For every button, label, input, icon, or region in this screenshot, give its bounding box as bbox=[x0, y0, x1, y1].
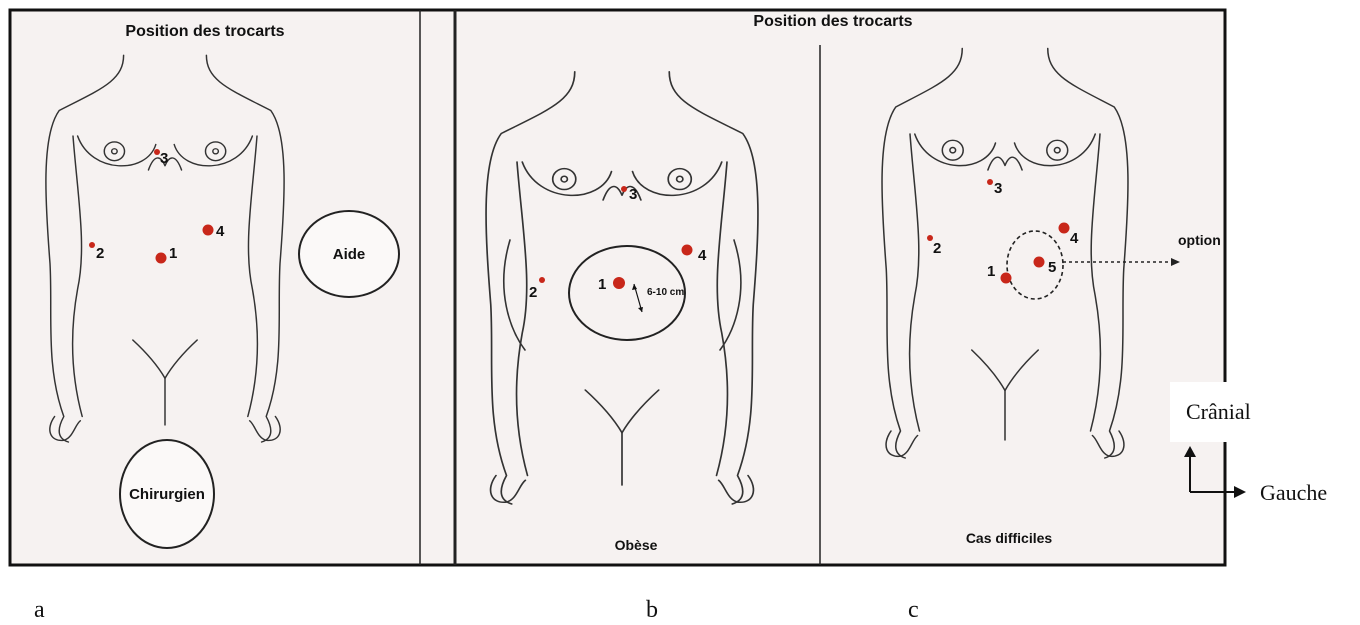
panel-c-caption: Cas difficiles bbox=[966, 530, 1053, 546]
panel-c-port-2-label: 2 bbox=[933, 240, 941, 257]
panel-b-port-1-label: 1 bbox=[598, 276, 606, 293]
panel-c-port-1-label: 1 bbox=[987, 263, 995, 280]
port-2-marker bbox=[539, 277, 545, 283]
panel-b-letter: b bbox=[646, 597, 658, 623]
port-4-marker bbox=[682, 245, 693, 256]
distance-label: 6-10 cm bbox=[647, 287, 684, 298]
option-label: option bbox=[1178, 232, 1221, 248]
surgeon-label: Chirurgien bbox=[129, 486, 205, 503]
panel-a-port-3-label: 3 bbox=[160, 150, 168, 167]
panel-a-letter: a bbox=[34, 597, 45, 623]
panel-b-port-4-label: 4 bbox=[698, 247, 707, 264]
port-1-marker bbox=[613, 277, 625, 289]
panel-b-port-3-label: 3 bbox=[629, 186, 637, 203]
left-label: Gauche bbox=[1260, 480, 1327, 505]
panel-c-port-4-label: 4 bbox=[1070, 230, 1079, 247]
panel-a-port-1-label: 1 bbox=[169, 245, 177, 262]
port-4-marker bbox=[1059, 223, 1070, 234]
port-2-marker bbox=[89, 242, 95, 248]
port-1-marker bbox=[1001, 273, 1012, 284]
port-5-marker bbox=[1034, 257, 1045, 268]
panel-c-letter: c bbox=[908, 597, 919, 623]
port-1-marker bbox=[156, 253, 167, 264]
panel-c-port-3-label: 3 bbox=[994, 180, 1002, 197]
panel-c-port-5-label: 5 bbox=[1048, 259, 1056, 276]
port-3-marker bbox=[621, 186, 627, 192]
left-arrow-head bbox=[1234, 486, 1246, 498]
panel-a-title: Position des trocarts bbox=[125, 23, 284, 40]
assistant-label: Aide bbox=[333, 246, 366, 263]
cranial-label: Crânial bbox=[1186, 399, 1251, 424]
panel-b-port-2-label: 2 bbox=[529, 284, 537, 301]
panel-a-port-4-label: 4 bbox=[216, 223, 225, 240]
port-4-marker bbox=[203, 225, 214, 236]
port-3-marker bbox=[987, 179, 993, 185]
panel-a-port-2-label: 2 bbox=[96, 245, 104, 262]
panel-b-caption: Obèse bbox=[615, 537, 658, 553]
panel-b-title: Position des trocarts bbox=[753, 13, 912, 30]
